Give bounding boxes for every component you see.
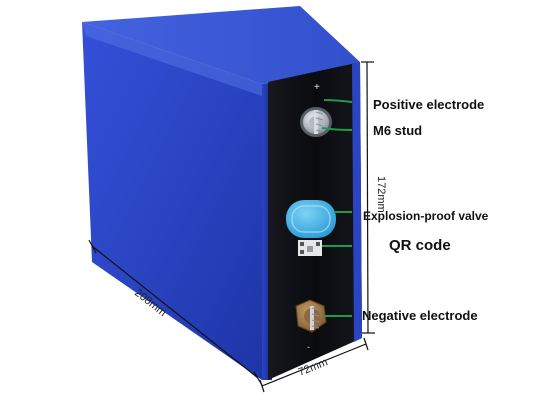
positive-electrode-label: Positive electrode [373,97,485,112]
leader-positive-electrode [323,99,353,103]
positive-sign: + [314,82,320,93]
m6-stud-label: M6 stud [373,123,423,138]
leader-m6-stud [321,127,353,131]
negative-sign: - [307,342,310,352]
qr-code [298,240,322,256]
explosion-proof-valve [286,200,336,238]
negative-terminal: - [295,299,327,352]
front-panel-rim [352,62,362,342]
side-highlight [82,22,262,96]
explosion-proof-valve-label: Explosion-proof valve [363,209,489,223]
battery-side-face [82,22,262,380]
leader-lines [321,99,353,317]
dimension-lines [88,61,375,393]
negative-electrode-label: Negative electrode [362,308,478,323]
battery-top-face [82,6,360,84]
dimension-height-label: 172mm [375,176,387,213]
positive-terminal: + [300,82,332,137]
qr-code-label: QR code [389,237,451,254]
